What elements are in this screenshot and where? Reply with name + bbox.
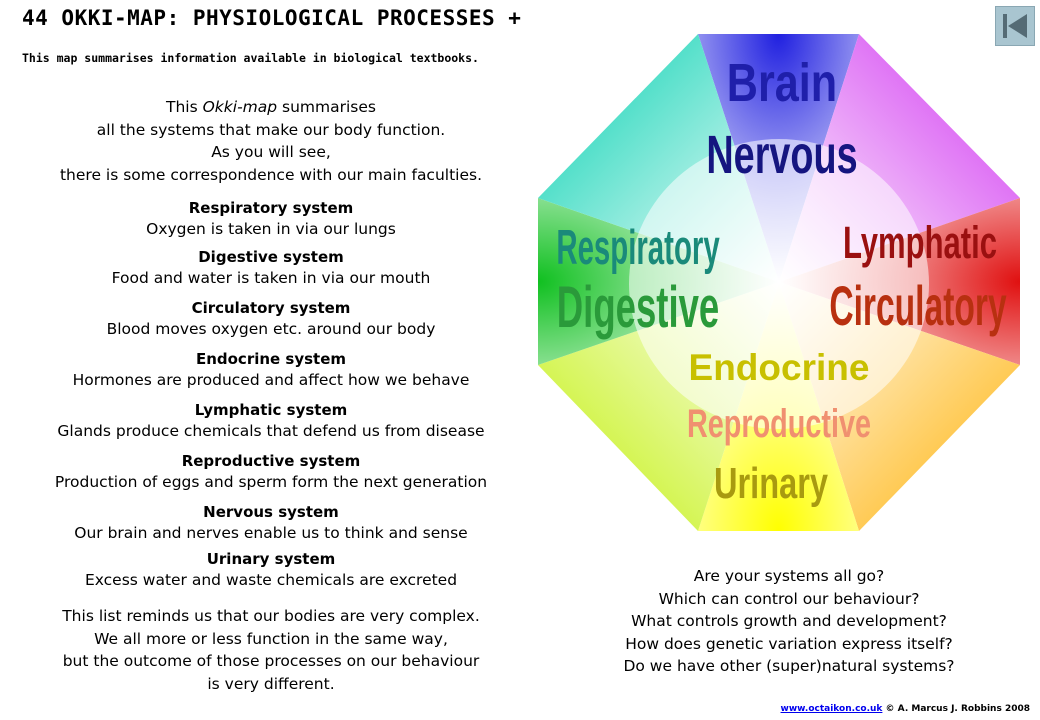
okki-map-octagon: Brain Nervous Respiratory Digestive Lymp… [538,34,1020,531]
label-urinary: Urinary [714,459,828,508]
okki-map-term: Okki-map [202,98,278,116]
system-name: Lymphatic system [194,401,348,419]
intro-line-1: This Okki-map summarises [20,96,522,119]
closing-line-3: but the outcome of those processes on ou… [62,652,480,670]
intro-line-2: all the systems that make our body funct… [96,120,446,139]
intro-line-1-start: This [166,98,203,116]
system-item-urinary: Urinary system Excess water and waste ch… [20,549,522,591]
system-item-lymphatic: Lymphatic system Glands produce chemical… [20,400,522,442]
label-reproductive: Reproductive [687,401,871,446]
label-brain: Brain [727,54,837,114]
system-description: Our brain and nerves enable us to think … [74,524,468,542]
label-respiratory: Respiratory [556,219,720,275]
label-circulatory: Circulatory [829,274,1007,337]
system-name: Urinary system [206,550,336,568]
page-subtitle: This map summarises information availabl… [22,51,479,65]
system-description: Production of eggs and sperm form the ne… [54,473,488,491]
intro-line-1-end: summarises [277,98,376,116]
system-item-nervous: Nervous system Our brain and nerves enab… [20,502,522,544]
question-2: Which can control our behaviour? [658,589,920,608]
system-item-reproductive: Reproductive system Production of eggs a… [20,451,522,493]
closing-line-1: This list reminds us that our bodies are… [62,607,480,625]
system-item-circulatory: Circulatory system Blood moves oxygen et… [20,298,522,340]
footer: www.octaikon.co.uk © A. Marcus J. Robbin… [781,704,1030,714]
closing-line-4: is very different. [207,674,335,693]
closing-text: This list reminds us that our bodies are… [20,605,522,695]
intro-line-3: As you will see, [211,143,331,161]
intro-line-4: there is some correspondence with our ma… [59,165,483,184]
skip-back-icon [1003,14,1027,38]
closing-line-2: We all more or less function in the same… [94,629,448,648]
system-name: Digestive system [198,248,344,266]
system-description: Food and water is taken in via our mouth [111,269,431,287]
page-title: 44 OKKI-MAP: PHYSIOLOGICAL PROCESSES + [22,6,522,30]
label-nervous: Nervous [706,124,857,184]
system-name: Respiratory system [188,199,354,217]
system-description: Oxygen is taken in via our lungs [146,220,396,238]
back-button[interactable] [995,6,1035,46]
system-description: Hormones are produced and affect how we … [72,371,470,389]
intro-text: This Okki-map summarises all the systems… [20,96,522,186]
label-digestive: Digestive [557,276,719,341]
system-description: Excess water and waste chemicals are exc… [84,571,458,589]
question-4: How does genetic variation express itsel… [625,634,953,653]
label-endocrine: Endocrine [689,347,870,388]
system-item-endocrine: Endocrine system Hormones are produced a… [20,349,522,391]
system-name: Circulatory system [191,299,351,317]
website-link[interactable]: www.octaikon.co.uk [780,704,883,714]
questions-text: Are your systems all go? Which can contr… [560,565,1018,678]
system-name: Endocrine system [195,350,347,368]
center-glow [629,139,929,429]
system-description: Glands produce chemicals that defend us … [57,422,485,440]
system-item-digestive: Digestive system Food and water is taken… [20,247,522,289]
system-item-respiratory: Respiratory system Oxygen is taken in vi… [20,198,522,240]
question-3: What controls growth and development? [631,612,947,630]
system-description: Blood moves oxygen etc. around our body [106,320,436,338]
label-lymphatic: Lymphatic [843,218,997,268]
question-1: Are your systems all go? [693,567,885,585]
copyright-text: © A. Marcus J. Robbins 2008 [885,704,1030,714]
question-5: Do we have other (super)natural systems? [623,657,955,675]
system-name: Reproductive system [181,452,361,470]
system-name: Nervous system [203,503,339,521]
